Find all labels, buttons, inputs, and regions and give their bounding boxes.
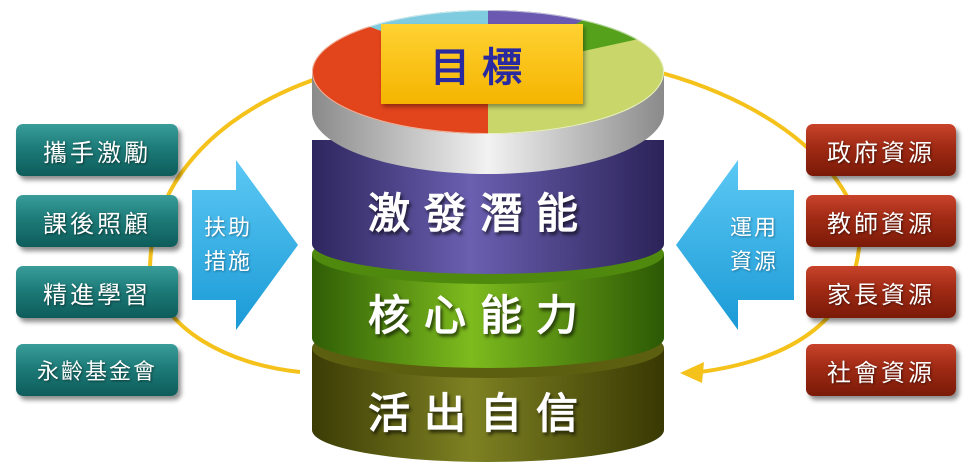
left-box-2: 課後照顧 [16, 195, 178, 247]
layer-bottom-label: 活出自信 [367, 389, 592, 438]
right-box-1: 政府資源 [806, 124, 956, 176]
layer-middle-label: 核心能力 [367, 291, 592, 340]
left-box-3: 精進學習 [16, 266, 178, 318]
left-arrow [192, 160, 298, 330]
right-box-3: 家長資源 [806, 266, 956, 318]
right-arrow-line2: 資源 [729, 250, 778, 275]
right-arrow [676, 160, 794, 330]
right-arrow-label: 運用 資源 [722, 212, 786, 280]
left-box-4: 永齡基金會 [16, 344, 178, 396]
right-box-2: 教師資源 [806, 195, 956, 247]
layer-top-label: 激發潛能 [367, 189, 592, 238]
left-arrow-line1: 扶助 [203, 216, 252, 241]
right-box-4: 社會資源 [806, 344, 956, 396]
right-arrow-line1: 運用 [729, 216, 778, 241]
left-arrow-label: 扶助 措施 [196, 212, 260, 280]
left-box-1: 攜手激勵 [16, 124, 178, 176]
left-arrow-line2: 措施 [203, 250, 252, 275]
goal-label: 目標 [381, 24, 583, 104]
layer-top [312, 140, 664, 274]
